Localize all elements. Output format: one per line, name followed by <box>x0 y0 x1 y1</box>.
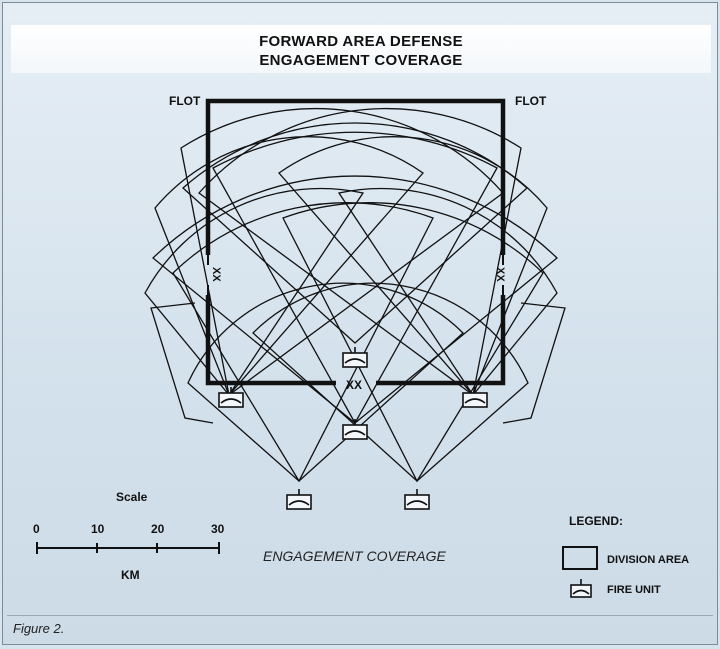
fire-unit-icon <box>342 347 368 368</box>
legend-title: LEGEND: <box>569 514 623 528</box>
fire-unit-icon <box>570 579 592 598</box>
scale-tick-20: 20 <box>151 522 165 536</box>
legend-fire-unit: FIRE UNIT <box>607 584 661 596</box>
envelope-flank-right <box>502 302 566 424</box>
scale-unit: KM <box>121 568 140 582</box>
envelope-right-3 <box>198 107 522 397</box>
envelope-left-3 <box>180 107 504 397</box>
figure-label: Figure 2. <box>13 621 65 636</box>
fire-unit-icon <box>286 489 312 510</box>
legend-division-area: DIVISION AREA <box>607 554 689 566</box>
scale-tick-30: 30 <box>211 522 225 536</box>
envelope-flank-left <box>150 302 214 424</box>
scale-tick-0: 0 <box>33 522 40 536</box>
header-band <box>11 25 711 73</box>
flot-label-left: FLOT <box>169 94 201 108</box>
fire-units <box>218 347 488 510</box>
coverage-diagram: FLOT FLOT XX XX XX <box>33 94 689 598</box>
scale-bar: Scale 0 10 20 30 KM <box>33 490 225 582</box>
fire-unit-icon <box>342 419 368 440</box>
diagram-caption: ENGAGEMENT COVERAGE <box>263 548 446 564</box>
envelope-right-1 <box>278 136 548 397</box>
figure-title: FORWARD AREA DEFENSE <box>259 33 463 50</box>
envelope-left-2 <box>144 187 365 397</box>
figure-subtitle: ENGAGEMENT COVERAGE <box>259 52 463 69</box>
caption-divider <box>7 615 713 644</box>
boundary-marker-center: XX <box>346 378 362 392</box>
boundary-marker-left: XX <box>210 267 222 282</box>
division-area-boundary <box>205 98 506 386</box>
envelope-center-2 <box>152 175 558 424</box>
scale-tick-10: 10 <box>91 522 105 536</box>
envelope-left-1 <box>154 136 424 397</box>
envelope-center-3 <box>212 131 498 425</box>
fire-unit-icon <box>462 387 488 408</box>
envelope-rear-right-1 <box>282 202 544 483</box>
envelope-rear-left-1 <box>172 202 434 483</box>
division-area-icon <box>562 546 598 570</box>
boundary-ticks <box>207 255 504 295</box>
fire-unit-icon <box>218 387 244 408</box>
legend: LEGEND: DIVISION AREA FIRE UNIT <box>562 514 689 598</box>
envelope-rear-right-2 <box>252 282 529 482</box>
scale-title: Scale <box>116 490 148 504</box>
fire-unit-icon <box>404 489 430 510</box>
boundary-marker-right: XX <box>494 267 506 282</box>
flot-label-right: FLOT <box>515 94 547 108</box>
envelope-center-1 <box>182 122 528 344</box>
envelope-right-2 <box>337 187 558 397</box>
